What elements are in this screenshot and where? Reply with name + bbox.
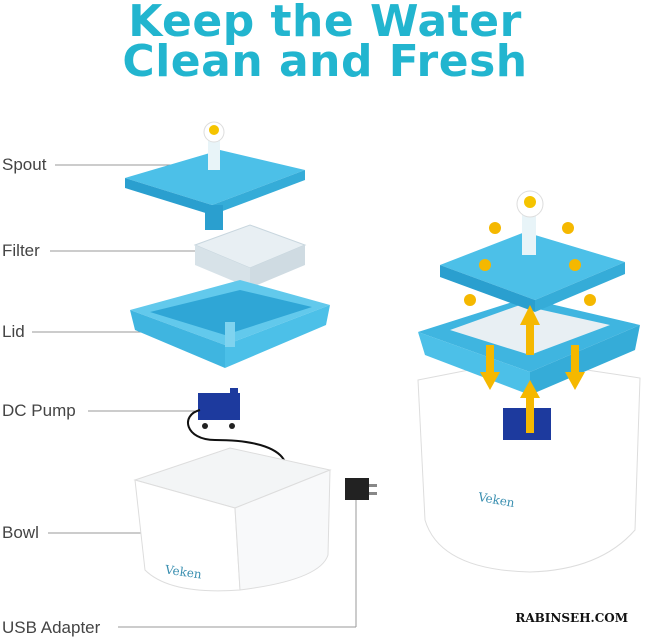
watermark: RABINSEH.COM bbox=[515, 611, 628, 625]
label-lid: Lid bbox=[2, 322, 25, 341]
bowl-part bbox=[133, 447, 332, 592]
assembled-fountain bbox=[417, 190, 641, 573]
label-filter: Filter bbox=[2, 241, 40, 260]
filter-part bbox=[193, 224, 307, 288]
pump-part bbox=[187, 388, 286, 463]
label-bowl: Bowl bbox=[2, 523, 39, 542]
title-line-2: Clean and Fresh bbox=[122, 36, 528, 87]
spout-part bbox=[125, 121, 305, 230]
lid-part bbox=[130, 280, 330, 368]
label-spout: Spout bbox=[2, 155, 47, 174]
label-dc-pump: DC Pump bbox=[2, 401, 76, 420]
label-usb-adapter: USB Adapter bbox=[2, 618, 101, 637]
title-line-1: Keep the Water bbox=[128, 0, 522, 47]
usb-adapter-part bbox=[345, 478, 377, 500]
